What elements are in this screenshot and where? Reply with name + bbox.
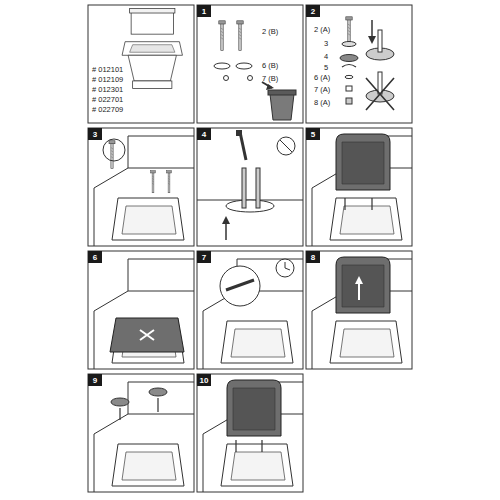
step-number: 5 <box>311 130 315 139</box>
step-number: 6 <box>93 253 97 262</box>
step-badge: 4 <box>197 128 211 140</box>
part-label: 2 (B) <box>262 28 278 36</box>
step-badge: 3 <box>88 128 102 140</box>
article-number: # 012101 <box>92 66 123 74</box>
part-label: 6 (A) <box>314 74 330 82</box>
step-badge: 5 <box>306 128 320 140</box>
step-number: 9 <box>93 376 97 385</box>
step-number: 7 <box>202 253 206 262</box>
article-number: # 022701 <box>92 96 123 104</box>
article-number: # 022709 <box>92 106 123 114</box>
step-badge: 9 <box>88 374 102 386</box>
part-label: 7 (B) <box>262 75 278 83</box>
article-number: # 012301 <box>92 86 123 94</box>
step-badge: 2 <box>306 5 320 17</box>
part-label: 7 (A) <box>314 86 330 94</box>
step-number: 1 <box>202 7 206 16</box>
part-label: 6 (B) <box>262 62 278 70</box>
part-label: 3 <box>324 40 328 48</box>
step-badge: 6 <box>88 251 102 263</box>
part-label: 2 (A) <box>314 26 330 34</box>
step-number: 3 <box>93 130 97 139</box>
step-badge: 8 <box>306 251 320 263</box>
part-label: 5 <box>324 64 328 72</box>
step-number: 8 <box>311 253 315 262</box>
step-badge: 10 <box>197 374 211 386</box>
part-label: 8 (A) <box>314 99 330 107</box>
step-number: 4 <box>202 130 206 139</box>
part-label: 4 <box>324 53 328 61</box>
step-number: 2 <box>311 7 315 16</box>
step-badge: 1 <box>197 5 211 17</box>
step-number: 10 <box>200 376 209 385</box>
step-badge: 7 <box>197 251 211 263</box>
article-number: # 012109 <box>92 76 123 84</box>
